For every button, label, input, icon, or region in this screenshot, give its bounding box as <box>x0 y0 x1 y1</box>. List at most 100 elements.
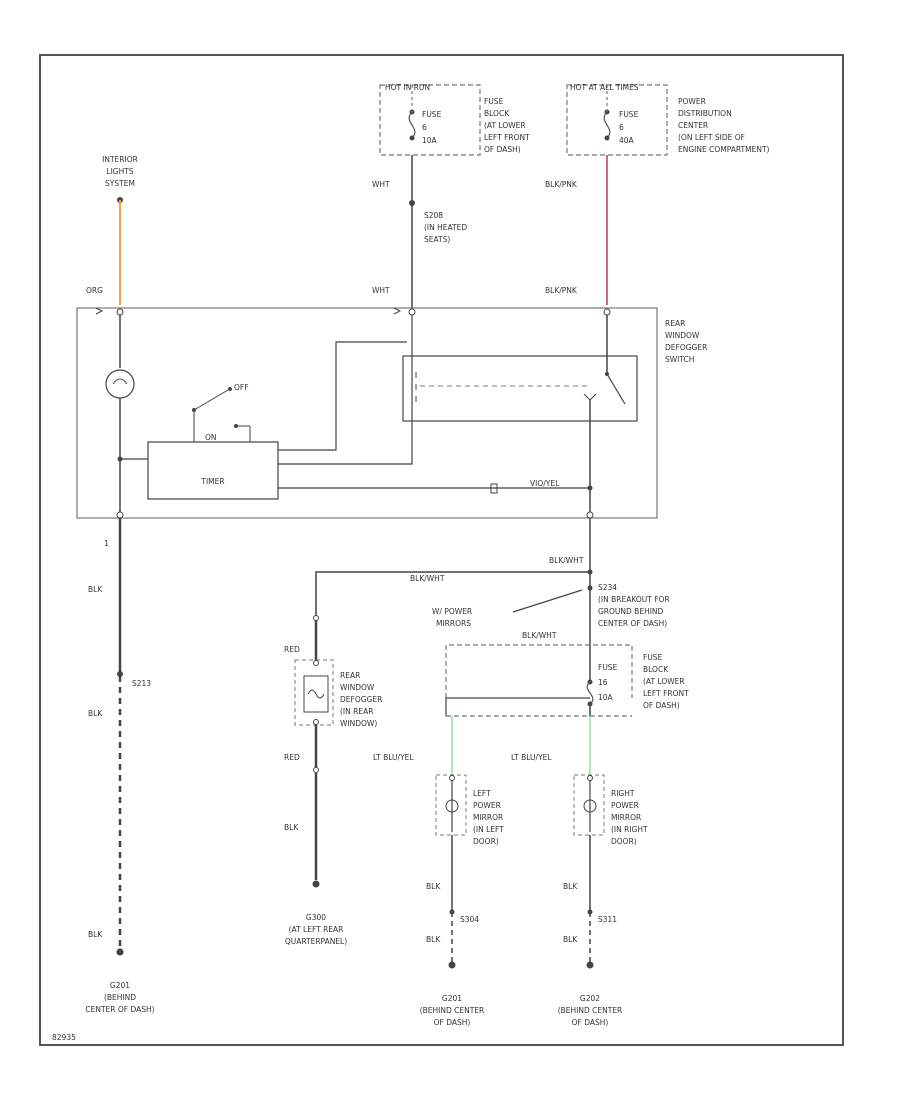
svg-text:RIGHT: RIGHT <box>611 789 635 798</box>
splice-s234-dot <box>587 585 593 591</box>
svg-text:(BEHIND CENTER: (BEHIND CENTER <box>420 1006 485 1015</box>
rear-window-defogger-grid: REAR WINDOW DEFOGGER (IN REAR WINDOW) <box>294 659 382 728</box>
svg-text:GROUND BEHIND: GROUND BEHIND <box>598 607 664 616</box>
fuse-rating: 10A <box>422 136 438 145</box>
wire-label-lt-blu-yel: LT BLU/YEL <box>511 753 552 762</box>
wire-label-blk: BLK <box>284 823 299 832</box>
svg-text:WINDOW): WINDOW) <box>340 719 377 728</box>
svg-text:POWER: POWER <box>473 801 501 810</box>
location-line: (ON LEFT SIDE OF <box>678 133 745 142</box>
svg-text:MIRROR: MIRROR <box>473 813 503 822</box>
wire-label-blk: BLK <box>426 935 441 944</box>
svg-text:LIGHTS: LIGHTS <box>106 167 133 176</box>
fuse-hot-at-all-times: HOT AT ALL TIMES FUSE 6 40A POWER DISTRI… <box>566 83 770 156</box>
wire-label-blk: BLK <box>426 882 441 891</box>
timer-label: TIMER <box>200 477 224 486</box>
splice-s213-label: S213 <box>132 679 151 688</box>
motor-icon <box>583 799 597 813</box>
wire-label-blk-wht: BLK/WHT <box>549 556 584 565</box>
wire-label-blk: BLK <box>88 930 103 939</box>
wire-label-lt-blu-yel: LT BLU/YEL <box>373 753 414 762</box>
wire-label-blk: BLK <box>563 935 578 944</box>
fuse-number: 6 <box>619 123 624 132</box>
svg-text:G300: G300 <box>306 913 326 922</box>
wire-label-red: RED <box>284 645 300 654</box>
svg-text:DEFOGGER: DEFOGGER <box>665 343 707 352</box>
blk-wht-left-wire <box>315 571 590 618</box>
svg-text:POWER: POWER <box>611 801 639 810</box>
svg-text:FUSE: FUSE <box>598 663 618 672</box>
splice-s208-label: (IN HEATED <box>424 223 467 232</box>
location-line: DISTRIBUTION <box>678 109 732 118</box>
motor-icon <box>445 799 459 813</box>
svg-text:LEFT: LEFT <box>473 789 491 798</box>
svg-text:MIRRORS: MIRRORS <box>436 619 471 628</box>
svg-text:DEFOGGER: DEFOGGER <box>340 695 382 704</box>
location-line: BLOCK <box>484 109 510 118</box>
svg-text:OF DASH): OF DASH) <box>572 1018 609 1027</box>
interior-lights-label: INTERIOR LIGHTS SYSTEM <box>102 155 138 203</box>
wire-label-vio-yel: VIO/YEL <box>530 479 560 488</box>
splice-s311-label: S311 <box>598 915 617 924</box>
svg-text:W/ POWER: W/ POWER <box>432 607 472 616</box>
svg-text:WINDOW: WINDOW <box>340 683 375 692</box>
svg-text:QUARTERPANEL): QUARTERPANEL) <box>285 937 347 946</box>
right-power-mirror: RIGHT POWER MIRROR (IN RIGHT DOOR) <box>573 774 648 846</box>
svg-text:(IN REAR: (IN REAR <box>340 707 373 716</box>
svg-text:G201: G201 <box>110 981 130 990</box>
svg-text:CENTER OF DASH): CENTER OF DASH) <box>598 619 667 628</box>
location-line: POWER <box>678 97 706 106</box>
svg-text:G201: G201 <box>442 994 462 1003</box>
svg-text:OF DASH): OF DASH) <box>643 701 680 710</box>
svg-text:G202: G202 <box>580 994 600 1003</box>
fuse-header-label: HOT IN RUN <box>385 83 430 92</box>
ground-g201-dot <box>116 948 124 956</box>
svg-text:DOOR): DOOR) <box>611 837 637 846</box>
diode-icon <box>490 483 498 494</box>
wire-label-blk-pnk: BLK/PNK <box>545 180 578 189</box>
location-line: CENTER <box>678 121 708 130</box>
svg-text:(IN RIGHT: (IN RIGHT <box>611 825 648 834</box>
svg-text:CENTER OF DASH): CENTER OF DASH) <box>85 1005 154 1014</box>
wire-label-red: RED <box>284 753 300 762</box>
on-label: ON <box>205 433 217 442</box>
svg-text:REAR: REAR <box>340 671 360 680</box>
svg-text:INTERIOR: INTERIOR <box>102 155 138 164</box>
fuse-header-label: HOT AT ALL TIMES <box>570 83 639 92</box>
splice-s234-label: S234 (IN BREAKOUT FOR GROUND BEHIND CENT… <box>598 583 670 628</box>
svg-text:(BEHIND: (BEHIND <box>104 993 136 1002</box>
svg-text:SYSTEM: SYSTEM <box>105 179 135 188</box>
splice-s213-dot <box>117 671 123 677</box>
wire-label-wht: WHT <box>372 286 390 295</box>
fuse-hot-in-run: HOT IN RUN FUSE 6 10A FUSE BLOCK (AT LOW… <box>379 83 530 156</box>
wire-label-blk: BLK <box>88 585 103 594</box>
rear-window-defogger-switch: REAR WINDOW DEFOGGER SWITCH TIMER OFF ON <box>76 307 707 519</box>
splice-s208-label: SEATS) <box>424 235 450 244</box>
fuse-label: FUSE <box>619 110 639 119</box>
ground-g201b-label: G201 (BEHIND CENTER OF DASH) <box>420 994 485 1027</box>
location-line: ENGINE COMPARTMENT) <box>678 145 770 154</box>
ground-g202-dot <box>586 961 594 969</box>
svg-text:(IN LEFT: (IN LEFT <box>473 825 504 834</box>
svg-text:(IN BREAKOUT FOR: (IN BREAKOUT FOR <box>598 595 670 604</box>
svg-text:MIRROR: MIRROR <box>611 813 641 822</box>
wire-label-blk-wht: BLK/WHT <box>410 574 445 583</box>
wire-label-org: ORG <box>86 286 103 295</box>
svg-text:S234: S234 <box>598 583 617 592</box>
svg-text:WINDOW: WINDOW <box>665 331 700 340</box>
ground-g202-label: G202 (BEHIND CENTER OF DASH) <box>558 994 623 1027</box>
power-mirrors-label: W/ POWER MIRRORS <box>432 607 472 628</box>
svg-text:10A: 10A <box>598 693 614 702</box>
ground-g300-label: G300 (AT LEFT REAR QUARTERPANEL) <box>285 913 347 946</box>
fuse-number: 6 <box>422 123 427 132</box>
svg-text:(AT LEFT REAR: (AT LEFT REAR <box>289 925 344 934</box>
ground-g201-label: G201 (BEHIND CENTER OF DASH) <box>85 981 154 1014</box>
svg-text:16: 16 <box>598 678 608 687</box>
indicator-lamp-icon <box>105 369 135 399</box>
svg-text:FUSE: FUSE <box>643 653 663 662</box>
svg-text:REAR: REAR <box>665 319 685 328</box>
off-label: OFF <box>234 383 249 392</box>
svg-text:LEFT FRONT: LEFT FRONT <box>643 689 689 698</box>
left-power-mirror: LEFT POWER MIRROR (IN LEFT DOOR) <box>435 774 504 846</box>
